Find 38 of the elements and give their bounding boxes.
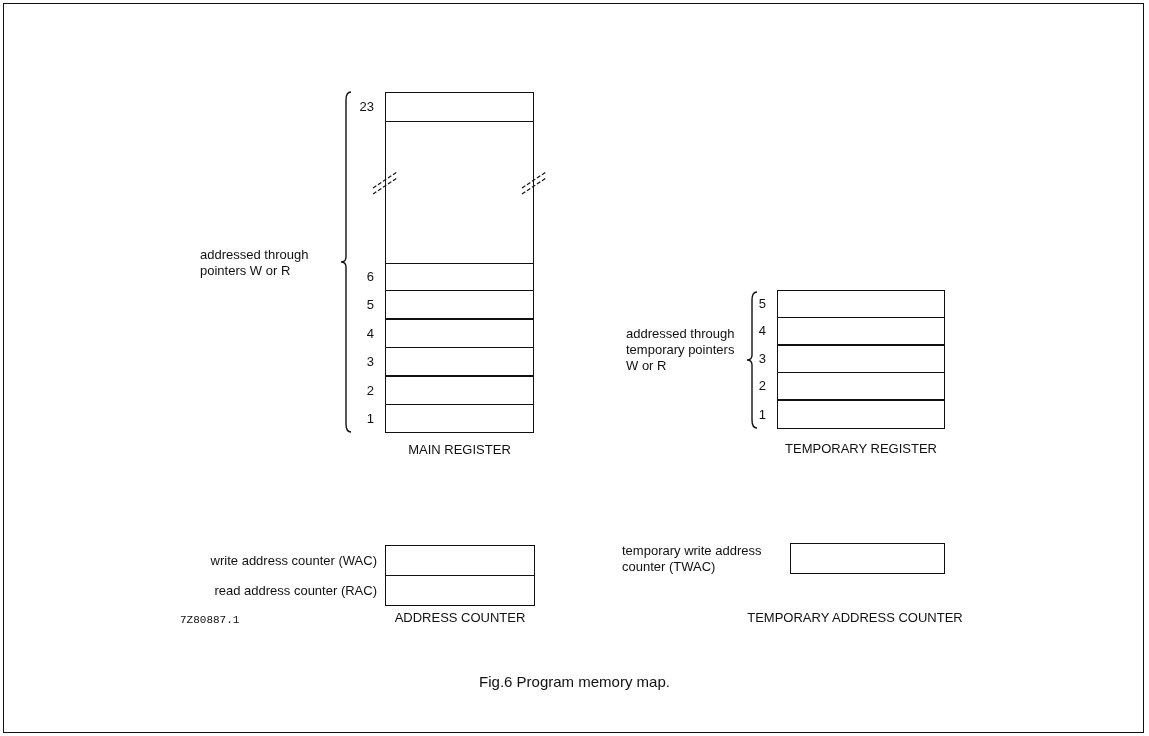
address-number: 5 — [757, 296, 766, 311]
address-number: 4 — [365, 325, 374, 341]
address-number: 2 — [757, 378, 766, 393]
figure-caption: Fig.6 Program memory map. — [478, 674, 671, 690]
counter-label: temporary write address counter (TWAC) — [622, 543, 763, 575]
register-cell — [777, 372, 945, 400]
register-title: TEMPORARY ADDRESS COUNTER — [746, 610, 964, 625]
address-number: 3 — [365, 353, 374, 369]
register-title: ADDRESS COUNTER — [393, 610, 527, 625]
register-cell — [777, 400, 945, 429]
address-number: 1 — [757, 406, 766, 422]
address-number: 2 — [365, 382, 374, 398]
register-title: MAIN REGISTER — [407, 442, 512, 457]
register-cell — [790, 543, 945, 574]
address-number: 23 — [358, 99, 374, 114]
register-cell — [385, 347, 534, 376]
register-cell — [385, 290, 534, 319]
register-cell — [385, 545, 535, 576]
register-title: TEMPORARY REGISTER — [784, 441, 938, 456]
address-number: 3 — [757, 351, 766, 366]
figure-code: 7Z80887.1 — [180, 613, 240, 628]
register-cell — [385, 404, 534, 433]
address-number: 5 — [365, 296, 374, 312]
register-cell — [777, 345, 945, 373]
register-cell — [385, 263, 534, 291]
address-number: 1 — [365, 410, 374, 426]
counter-label: read address counter (RAC) — [213, 582, 377, 599]
counter-label: write address counter (WAC) — [209, 552, 377, 569]
register-cell — [777, 317, 945, 345]
address-number: 4 — [757, 323, 766, 338]
register-cell — [385, 575, 535, 606]
register-cell — [777, 290, 945, 318]
register-cell — [385, 376, 534, 405]
register-cell — [385, 319, 534, 348]
brace-note: addressed through temporary pointers W or R — [626, 326, 736, 374]
brace-note: addressed through pointers W or R — [200, 247, 310, 279]
register-cell — [385, 92, 534, 122]
address-number: 6 — [365, 269, 374, 284]
